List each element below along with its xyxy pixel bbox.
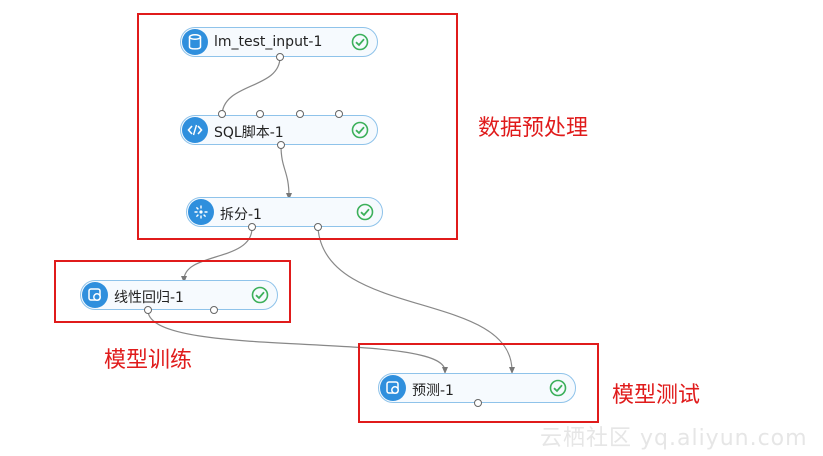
input-port[interactable] xyxy=(296,110,304,118)
node-linear-regression[interactable]: 线性回归-1 xyxy=(80,280,278,310)
database-icon xyxy=(182,29,208,55)
code-icon xyxy=(182,117,208,143)
model-icon xyxy=(82,282,108,308)
link-linreg-to-predict xyxy=(147,310,448,374)
output-port[interactable] xyxy=(144,306,152,314)
input-port[interactable] xyxy=(335,110,343,118)
node-label: 预测-1 xyxy=(412,383,454,399)
output-port[interactable] xyxy=(210,306,218,314)
output-port[interactable] xyxy=(314,223,322,231)
model-icon xyxy=(380,375,406,401)
link-split-to-linreg xyxy=(181,227,253,283)
success-check-icon xyxy=(351,33,369,51)
output-port[interactable] xyxy=(474,399,482,407)
link-input-to-sql xyxy=(219,56,281,119)
success-check-icon xyxy=(251,286,269,304)
input-port[interactable] xyxy=(218,110,226,118)
success-check-icon xyxy=(351,121,369,139)
group-box-train xyxy=(54,260,291,323)
group-label-test: 模型测试 xyxy=(612,383,701,408)
node-label: 拆分-1 xyxy=(220,207,262,223)
group-label-preprocess: 数据预处理 xyxy=(478,116,589,141)
success-check-icon xyxy=(549,379,567,397)
input-port[interactable] xyxy=(256,110,264,118)
group-label-train: 模型训练 xyxy=(104,348,193,373)
split-icon xyxy=(188,199,214,225)
link-sql-to-split xyxy=(280,144,292,200)
node-label: SQL脚本-1 xyxy=(214,125,284,141)
watermark: 云栖社区 yq.aliyun.com xyxy=(540,426,808,451)
node-predict[interactable]: 预测-1 xyxy=(378,373,576,403)
node-split[interactable]: 拆分-1 xyxy=(186,197,383,227)
group-box-preprocess xyxy=(137,13,458,240)
success-check-icon xyxy=(356,203,374,221)
node-sql-script[interactable]: SQL脚本-1 xyxy=(180,115,378,145)
output-port[interactable] xyxy=(276,53,284,61)
output-port[interactable] xyxy=(248,223,256,231)
node-label: 线性回归-1 xyxy=(114,290,184,306)
node-label: lm_test_input-1 xyxy=(214,34,323,50)
group-box-test xyxy=(358,343,599,423)
output-port[interactable] xyxy=(277,141,285,149)
